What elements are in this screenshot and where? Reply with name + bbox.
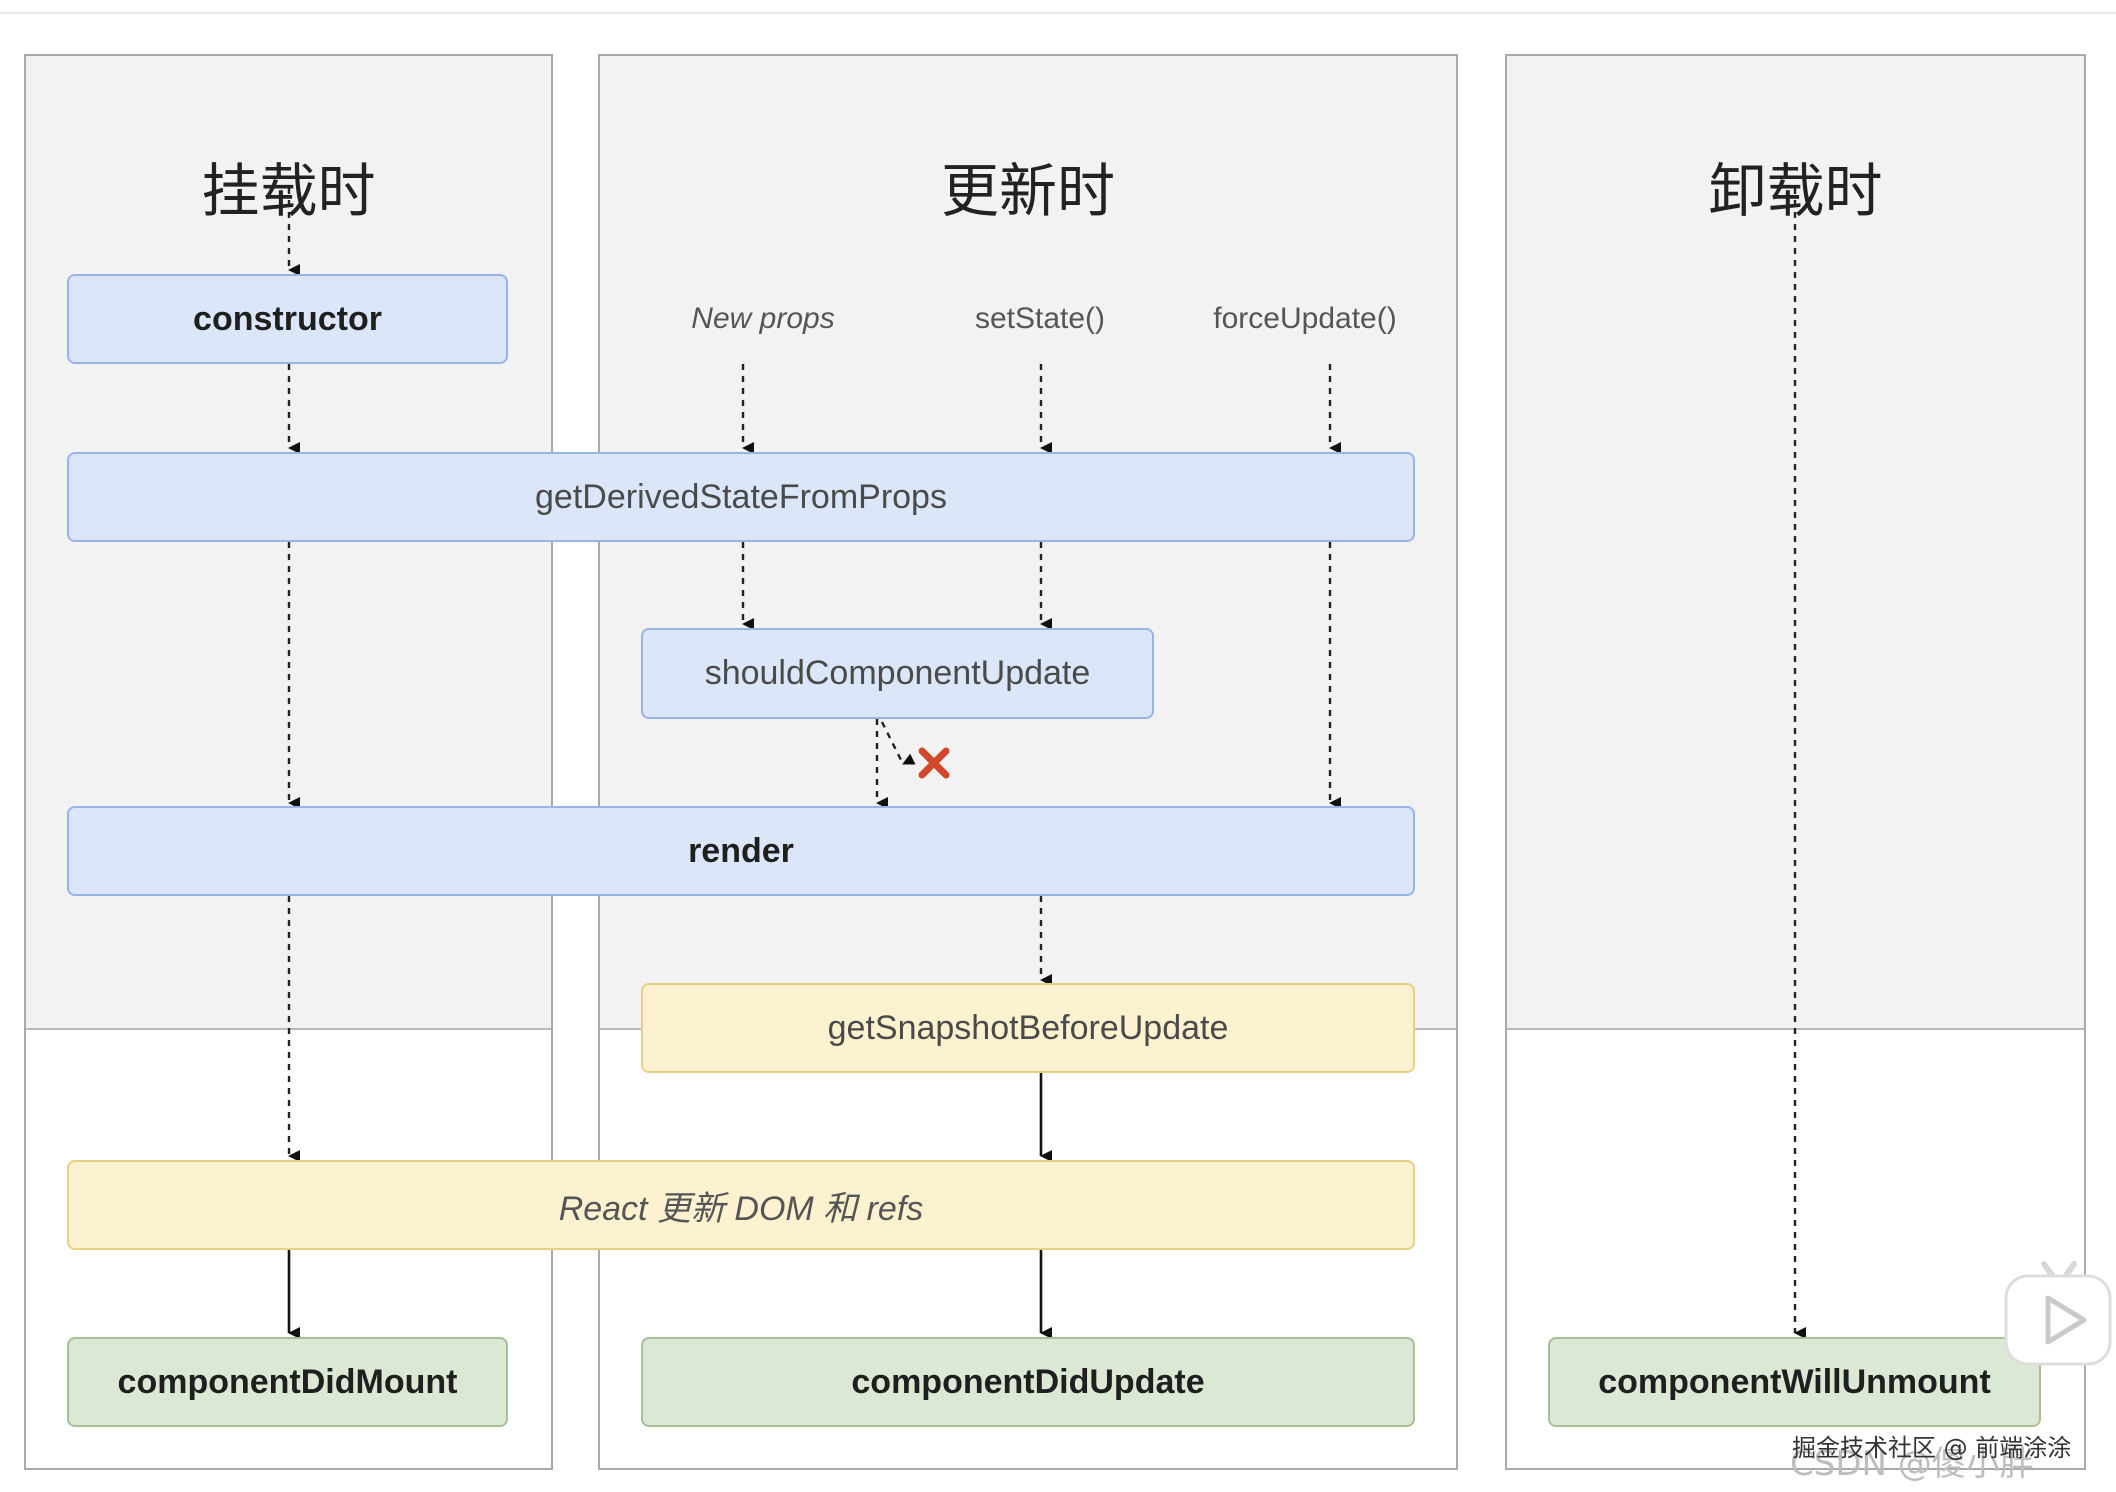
trigger-new-props: New props xyxy=(691,302,835,335)
component-will-unmount-node: componentWillUnmount xyxy=(1548,1337,2041,1427)
react-updates-dom-node: React 更新 DOM 和 refs xyxy=(67,1160,1415,1250)
arrow-scu-cancel xyxy=(880,721,916,765)
component-did-mount-node: componentDidMount xyxy=(67,1337,508,1427)
component-did-update-node: componentDidUpdate xyxy=(641,1337,1415,1427)
top-divider xyxy=(0,12,2116,14)
update-column-title: 更新时 xyxy=(940,157,1115,225)
get-snapshot-before-update-node: getSnapshotBeforeUpdate xyxy=(641,983,1415,1073)
should-component-update-node: shouldComponentUpdate xyxy=(641,628,1154,719)
constructor-node: constructor xyxy=(67,274,508,364)
watermark-text: 掘金技术社区 @ 前端涂涂 xyxy=(1792,1434,2072,1462)
watermark-faint: CSDN @傻小胖 xyxy=(1790,1444,2034,1484)
cancel-x-icon xyxy=(918,747,950,779)
play-button-icon[interactable] xyxy=(2002,1258,2114,1370)
trigger-force-update: forceUpdate() xyxy=(1213,302,1397,335)
get-derived-state-from-props-node: getDerivedStateFromProps xyxy=(67,452,1415,542)
render-node: render xyxy=(67,806,1415,896)
trigger-set-state: setState() xyxy=(974,302,1106,335)
render-phase-region xyxy=(1507,56,2084,1030)
